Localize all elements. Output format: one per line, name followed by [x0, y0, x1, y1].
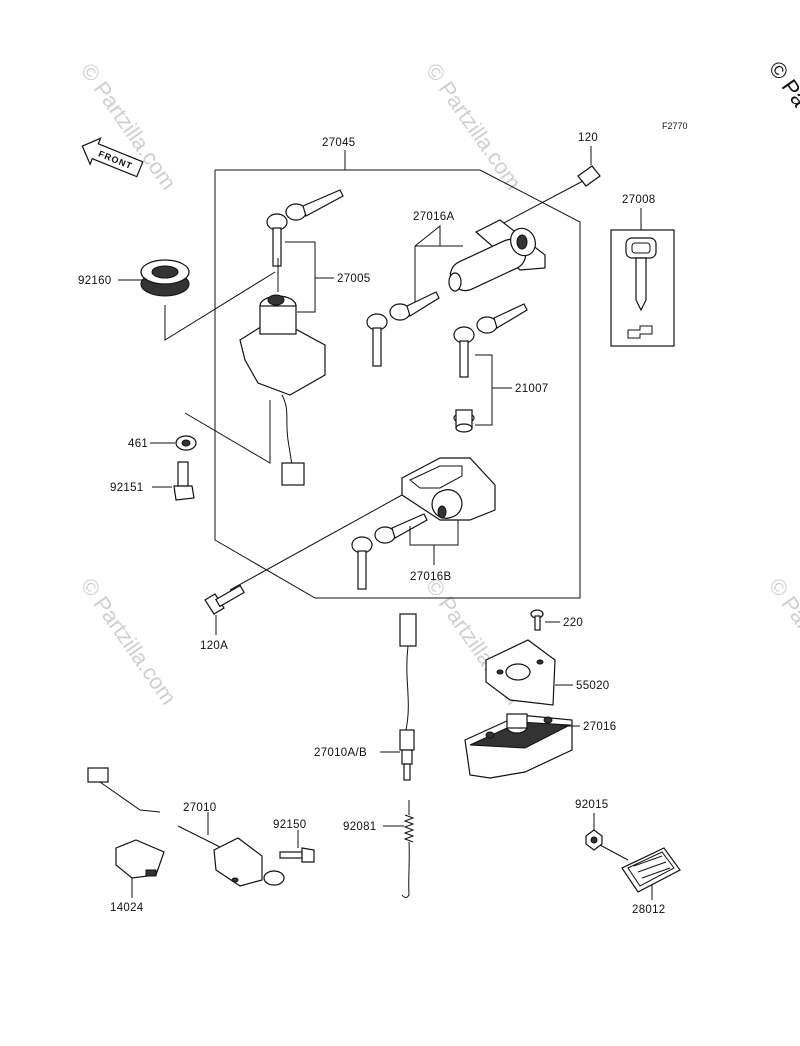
label-92081: 92081: [343, 821, 376, 833]
cap-21007-icon: [453, 409, 475, 433]
bolt-120-icon: [497, 165, 601, 227]
label-27016A: 27016A: [413, 211, 454, 223]
grommet-92160-icon: [140, 259, 190, 297]
label-27010AB: 27010A/B: [314, 747, 367, 759]
label-27016: 27016: [583, 721, 616, 733]
label-92015: 92015: [575, 799, 608, 811]
switch-27010AB-icon: [399, 613, 417, 781]
label-120A: 120A: [200, 640, 228, 652]
label-14024: 14024: [110, 902, 144, 914]
label-92160: 92160: [78, 275, 111, 287]
lock-27016-icon: [464, 713, 573, 779]
cover-14024-icon: [115, 839, 165, 879]
label-92150: 92150: [273, 819, 306, 831]
watermark-top-center: © Partzilla.com: [421, 59, 527, 195]
washer-461-icon: [175, 435, 197, 451]
diagram-code: F2770: [662, 121, 688, 131]
label-21007: 21007: [515, 383, 548, 395]
key-21007-icon: [453, 303, 528, 378]
brand-mark: © Pa: [764, 57, 800, 112]
bolt-92150-icon: [279, 847, 315, 863]
screw-220-icon: [530, 609, 544, 631]
reflector-28012-icon: [621, 847, 681, 893]
label-55020: 55020: [576, 680, 609, 692]
watermark-mid-right: © Partzilla.com: [764, 574, 800, 710]
label-27005: 27005: [337, 273, 370, 285]
switch-27010-icon: [87, 767, 285, 887]
label-27016B: 27016B: [410, 571, 451, 583]
key-27008-icon: [625, 237, 657, 339]
label-120: 120: [578, 132, 598, 144]
watermark-mid-left: © Partzilla.com: [76, 574, 182, 710]
lock-27016B-icon: [401, 457, 496, 521]
plate-55020-icon: [485, 639, 556, 706]
bolt-92151-icon: [173, 461, 195, 501]
label-27008: 27008: [622, 194, 655, 206]
bolt-120A-icon: [204, 584, 245, 615]
label-220: 220: [563, 617, 583, 629]
label-461: 461: [128, 438, 148, 450]
key-27005-icon: [266, 189, 344, 267]
key-27016A-icon: [366, 291, 440, 367]
nut-92015-icon: [585, 829, 603, 851]
label-28012: 28012: [632, 904, 665, 916]
watermarks: © Partzilla.com © Partzilla.com © Partzi…: [76, 59, 800, 710]
label-27010: 27010: [183, 802, 216, 814]
seat-lock-27016A-icon: [448, 219, 546, 292]
label-92151: 92151: [110, 482, 143, 494]
assembly-frame: [214, 169, 581, 599]
ignition-switch-icon: [239, 258, 326, 486]
spring-92081-icon: [401, 800, 415, 898]
label-27045: 27045: [322, 137, 355, 149]
